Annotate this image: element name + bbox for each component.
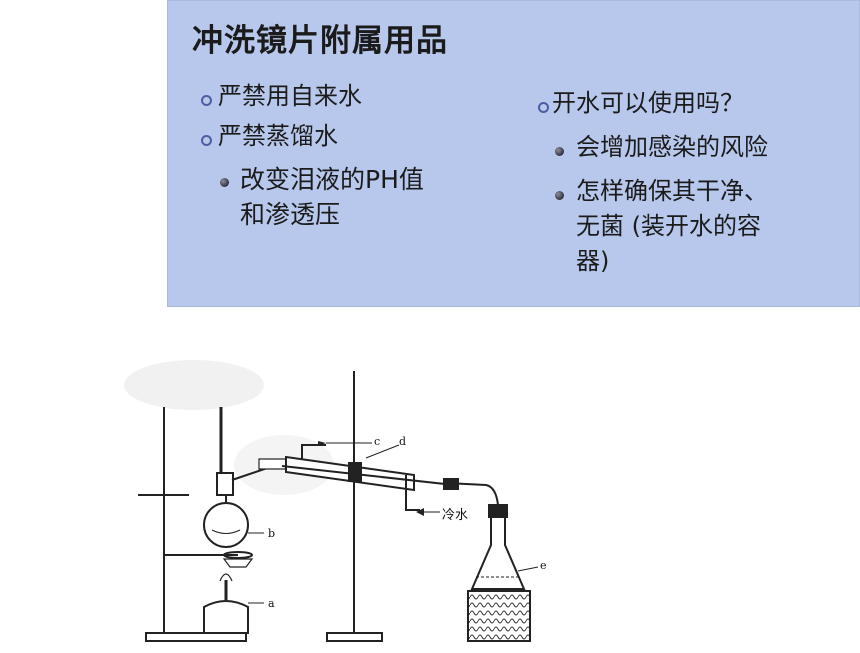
left-sub-bullet-line-1: 改变泪液的PH值 [240, 165, 424, 194]
slide-panel: 冲洗镜片附属用品 严禁用自来水 严禁蒸馏水 改变泪液的PH值 和渗透压 开水可以… [167, 0, 860, 307]
flame [219, 573, 233, 582]
flask-stopper [216, 472, 234, 496]
wire-gauze [222, 558, 254, 568]
right-sub-bullet-2-line-3: 器) [576, 247, 610, 275]
right-sub-bullet-2-line-2: 无菌 (装开水的容 [576, 212, 761, 240]
left-bullet-1: 严禁用自来水 [218, 82, 362, 110]
right-sub-bullet-2-line-1: 怎样确保其干净、 [576, 177, 768, 205]
round-bottom-flask [203, 502, 249, 548]
left-bullet-2: 严禁蒸馏水 [218, 122, 338, 150]
connector-hose [258, 458, 288, 470]
conical-flask [470, 516, 526, 590]
right-sub-bullet-1: 会增加感染的风险 [576, 133, 768, 161]
left-sub-bullet-line-2: 和渗透压 [240, 200, 341, 229]
label-a: a [268, 597, 275, 610]
wooden-block [467, 590, 531, 642]
bullet-dot-icon [220, 178, 229, 187]
bullet-ring-icon [201, 135, 212, 146]
label-e: e [540, 559, 547, 572]
label-c: c [374, 435, 381, 448]
slide-title: 冲洗镜片附属用品 [192, 23, 448, 59]
middle-stand-base [326, 632, 383, 642]
condenser-clamp [348, 462, 362, 482]
support-ring [223, 551, 253, 559]
arrow-icon [318, 441, 326, 446]
label-b: b [268, 527, 276, 540]
adapter-tube [445, 482, 499, 506]
apparatus-drawing [124, 360, 539, 642]
flask-stopper-2 [488, 504, 508, 518]
distillation-apparatus-figure: b a c d 冷水 e [54, 345, 609, 651]
bullet-ring-icon [201, 95, 212, 106]
bullet-ring-icon [538, 102, 549, 113]
water-inlet [405, 475, 420, 511]
bullet-dot-icon [555, 191, 564, 200]
condenser-inner-tube [281, 465, 455, 486]
right-bullet: 开水可以使用吗？ [552, 89, 744, 117]
label-d: d [399, 435, 407, 448]
label-cold-water: 冷水 [442, 508, 469, 523]
bullet-dot-icon [555, 147, 564, 156]
arrow-icon [416, 508, 424, 516]
alcohol-lamp [203, 600, 249, 634]
adapter-joint [443, 478, 459, 490]
left-stand-base [145, 632, 247, 642]
